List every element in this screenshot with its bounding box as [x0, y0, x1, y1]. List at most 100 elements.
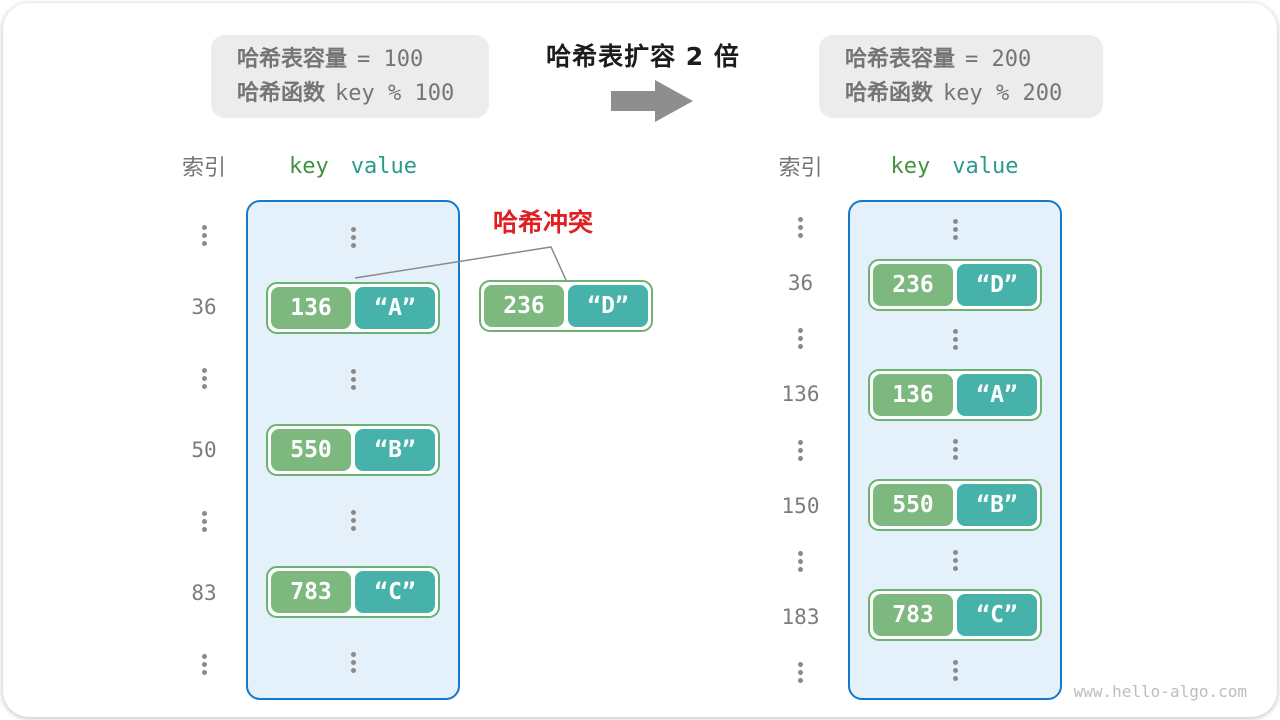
index-ellipsis-cell: [753, 200, 848, 256]
left-table-body: 136“A” 550“B” 783“C”: [246, 200, 460, 700]
function-value: key % 100: [335, 80, 455, 106]
vertical-ellipsis-icon: [952, 329, 958, 351]
key-header: key: [289, 153, 329, 179]
bucket-ellipsis-row: [248, 627, 458, 698]
capacity-label: 哈希表容量: [845, 46, 956, 72]
key-value-pair: 236“D”: [868, 258, 1042, 311]
vertical-ellipsis-icon: [798, 217, 803, 239]
dot: [798, 439, 803, 445]
vertical-ellipsis-icon: [798, 550, 803, 572]
dot: [952, 675, 958, 681]
left-index-header: 索引: [181, 156, 226, 181]
vertical-ellipsis-icon: [350, 510, 356, 532]
vertical-ellipsis-icon: [201, 653, 207, 675]
bucket-ellipsis-row: [850, 533, 1060, 588]
dot: [798, 336, 803, 342]
dot: [798, 447, 803, 453]
key-block: 550: [873, 484, 953, 527]
capacity-line: 哈希表容量 = 200: [845, 43, 1103, 77]
dot: [201, 669, 207, 675]
index-ellipsis-cell: [753, 422, 848, 478]
function-value: key % 200: [943, 80, 1063, 106]
vertical-ellipsis-icon: [350, 226, 356, 248]
dot: [798, 550, 803, 556]
dot: [952, 659, 958, 665]
transition-title: 哈希表扩容 2 倍: [546, 42, 740, 71]
dot: [798, 455, 803, 461]
bucket-ellipsis-row: [850, 422, 1060, 477]
expand-arrow-icon: [611, 80, 693, 122]
value-block: “A”: [957, 373, 1037, 416]
index-label: 50: [191, 437, 217, 462]
dot: [798, 566, 803, 572]
dot: [201, 518, 207, 524]
left-keyvalue-header: key value: [246, 151, 460, 181]
bucket-row: 236“D”: [850, 257, 1060, 312]
vertical-ellipsis-icon: [201, 225, 207, 247]
bucket-ellipsis-row: [248, 202, 458, 273]
key-value-pair: 550“B”: [266, 424, 440, 476]
value-header: value: [952, 153, 1019, 179]
dot: [201, 241, 207, 247]
dot: [798, 661, 803, 667]
dot: [798, 677, 803, 683]
dot: [952, 235, 958, 241]
key-block: 550: [271, 429, 351, 471]
dot: [350, 510, 356, 516]
key-block: 783: [271, 570, 351, 613]
value-header: value: [350, 153, 417, 179]
dot: [201, 510, 207, 516]
bucket-ellipsis-row: [248, 344, 458, 415]
value-block: “B”: [355, 429, 435, 471]
capacity-line: 哈希表容量= 100: [237, 43, 489, 77]
hash-conflict-label: 哈希冲突: [493, 208, 594, 237]
dot: [201, 233, 207, 239]
hash-info-box-after: 哈希表容量 = 200 哈希函数 key % 200: [819, 35, 1103, 118]
key-value-pair: 236“D”: [479, 280, 653, 332]
key-block: 236: [873, 263, 953, 306]
dot: [350, 652, 356, 658]
dot: [350, 234, 356, 240]
index-label: 83: [191, 580, 217, 605]
dot: [201, 225, 207, 231]
bucket-ellipsis-row: [850, 202, 1060, 257]
dot: [798, 225, 803, 231]
key-value-pair: 550“B”: [868, 479, 1042, 532]
dot: [798, 344, 803, 350]
dot: [952, 667, 958, 673]
vertical-ellipsis-icon: [798, 661, 803, 683]
vertical-ellipsis-icon: [350, 652, 356, 674]
bucket-ellipsis-row: [248, 485, 458, 556]
vertical-ellipsis-icon: [952, 549, 958, 571]
vertical-ellipsis-icon: [952, 219, 958, 241]
dot: [350, 226, 356, 232]
capacity-label: 哈希表容量: [237, 46, 348, 72]
dot: [798, 328, 803, 334]
vertical-ellipsis-icon: [952, 439, 958, 461]
index-label: 136: [781, 382, 820, 407]
dot: [201, 368, 207, 374]
dot: [952, 329, 958, 335]
right-keyvalue-header: key value: [848, 151, 1061, 181]
vertical-ellipsis-icon: [350, 368, 356, 390]
index-ellipsis-cell: [162, 486, 246, 557]
dot: [350, 668, 356, 674]
dot: [201, 653, 207, 659]
dot: [350, 368, 356, 374]
function-label: 哈希函数: [845, 80, 934, 106]
right-index-header: 索引: [778, 156, 823, 181]
key-value-pair: 783“C”: [266, 565, 440, 618]
dot: [798, 558, 803, 564]
vertical-ellipsis-icon: [798, 439, 803, 461]
dot: [201, 384, 207, 390]
bucket-row: 783“C”: [850, 588, 1060, 643]
index-ellipsis-cell: [753, 311, 848, 367]
bucket-row: 136“A”: [850, 367, 1060, 422]
dot: [350, 518, 356, 524]
capacity-value: = 200: [965, 46, 1032, 72]
key-value-pair: 136“A”: [266, 282, 440, 335]
